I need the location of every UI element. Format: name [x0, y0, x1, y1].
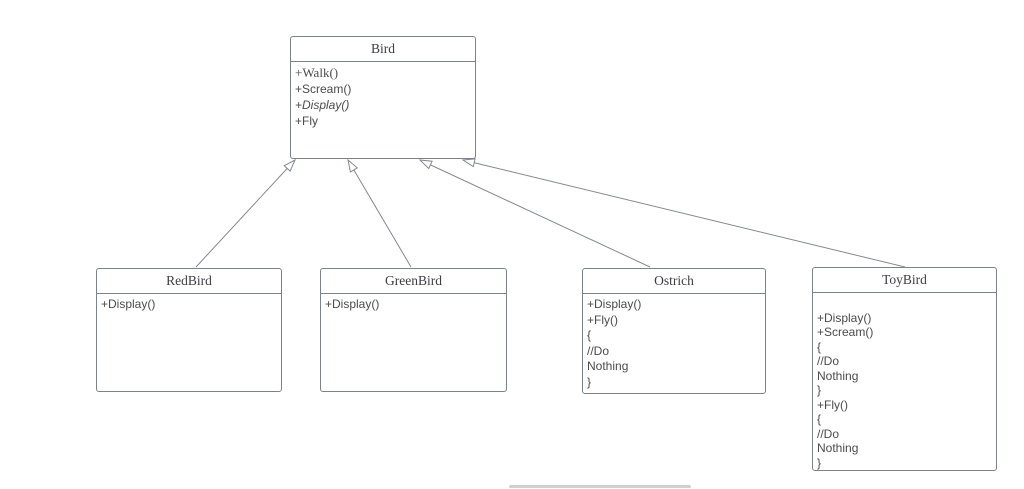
- class-member: {: [587, 328, 592, 342]
- class-member: }: [587, 374, 592, 389]
- class-member: +Walk(): [295, 65, 339, 80]
- class-member: +Display(): [325, 297, 380, 311]
- class-title-bird: Bird: [291, 37, 475, 62]
- class-member: +Display(): [101, 297, 156, 311]
- class-members-bird: +Walk() +Scream() +Display() +Fly: [291, 62, 475, 129]
- class-member: {: [817, 339, 822, 354]
- class-member: [817, 296, 993, 311]
- class-title-ostrich: Ostrich: [583, 269, 765, 294]
- class-member: //Do: [587, 343, 610, 358]
- class-member: +Fly(): [817, 397, 848, 412]
- generalization-connector-greenbird-to-bird[interactable]: [348, 160, 412, 268]
- horizontal-scrollbar[interactable]: [509, 485, 691, 488]
- class-member: //Do: [817, 426, 840, 441]
- class-member: +Fly(): [587, 312, 618, 327]
- class-member: +Display(): [587, 297, 642, 311]
- class-member: }: [817, 383, 822, 397]
- class-members-greenbird: +Display(): [321, 294, 506, 313]
- class-member: Nothing: [817, 441, 859, 455]
- generalization-connector-redbird-to-bird[interactable]: [195, 160, 295, 268]
- generalization-connector-toybird-to-bird[interactable]: [463, 160, 906, 268]
- class-member: Nothing: [587, 359, 629, 373]
- uml-class-greenbird[interactable]: GreenBird +Display(): [320, 268, 507, 392]
- class-member: Nothing: [817, 368, 859, 383]
- class-members-redbird: +Display(): [97, 294, 281, 313]
- class-title-redbird: RedBird: [97, 269, 281, 294]
- class-member: +Display(): [295, 98, 350, 112]
- class-member: +Display(): [817, 310, 872, 325]
- generalization-connector-ostrich-to-bird[interactable]: [420, 160, 651, 268]
- uml-class-redbird[interactable]: RedBird +Display(): [96, 268, 282, 392]
- class-member: +Scream(): [295, 82, 352, 96]
- class-member: +Scream(): [817, 325, 874, 339]
- class-title-toybird: ToyBird: [813, 268, 996, 293]
- class-member: {: [817, 412, 822, 426]
- class-member: }: [817, 455, 822, 470]
- class-member: +Fly: [295, 114, 319, 128]
- class-title-greenbird: GreenBird: [321, 269, 506, 294]
- uml-class-bird[interactable]: Bird +Walk() +Scream() +Display() +Fly: [290, 36, 476, 159]
- class-member: //Do: [817, 354, 840, 368]
